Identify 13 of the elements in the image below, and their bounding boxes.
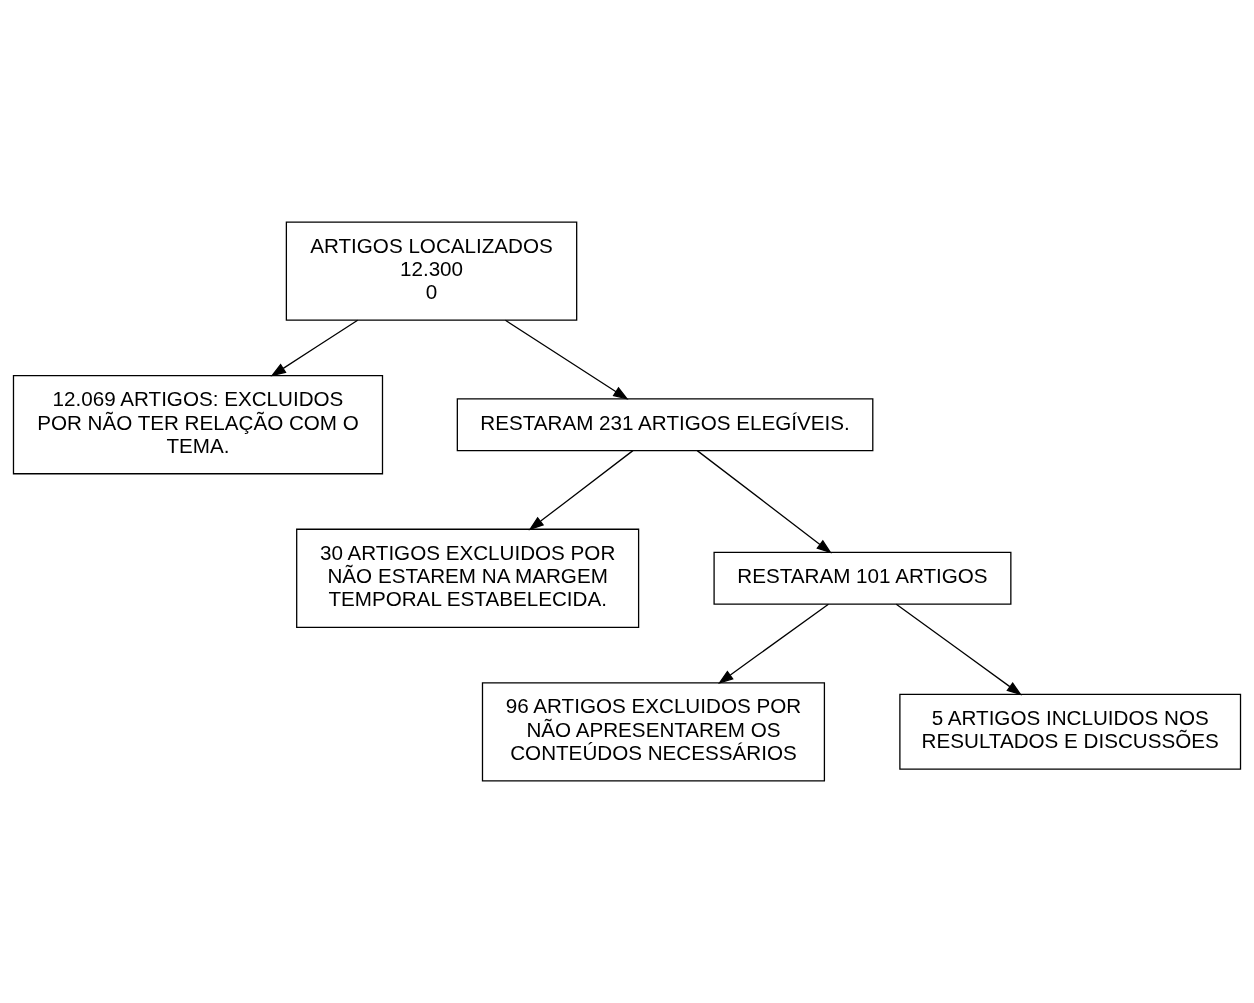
node-box: RESTARAM 231 ARTIGOS ELEGÍVEIS.	[456, 398, 874, 452]
node-box: 96 ARTIGOS EXCLUIDOS POR NÃO APRESENTAREM OS CONTEÚDOS NECESSÁRIOS	[481, 682, 826, 782]
node-box: RESTARAM 101 ARTIGOS	[713, 551, 1012, 605]
node-box: 12.069 ARTIGOS: EXCLUIDOS POR NÃO TER RELAÇÃO COM O TEMA.	[12, 375, 384, 475]
node-box: 5 ARTIGOS INCLUIDOS NOS RESULTADOS E DISCUSSÕES	[899, 693, 1242, 770]
arrow	[696, 449, 832, 554]
arrow	[718, 603, 830, 684]
arrow	[504, 319, 629, 400]
arrow	[270, 319, 359, 377]
node-box: ARTIGOS LOCALIZADOS 12.300 0	[285, 221, 578, 321]
arrow	[895, 603, 1023, 696]
node-box: 30 ARTIGOS EXCLUIDOS POR NÃO ESTAREM NA MARGEM TEMPORAL ESTABELECIDA.	[296, 528, 640, 628]
arrow	[528, 449, 634, 531]
